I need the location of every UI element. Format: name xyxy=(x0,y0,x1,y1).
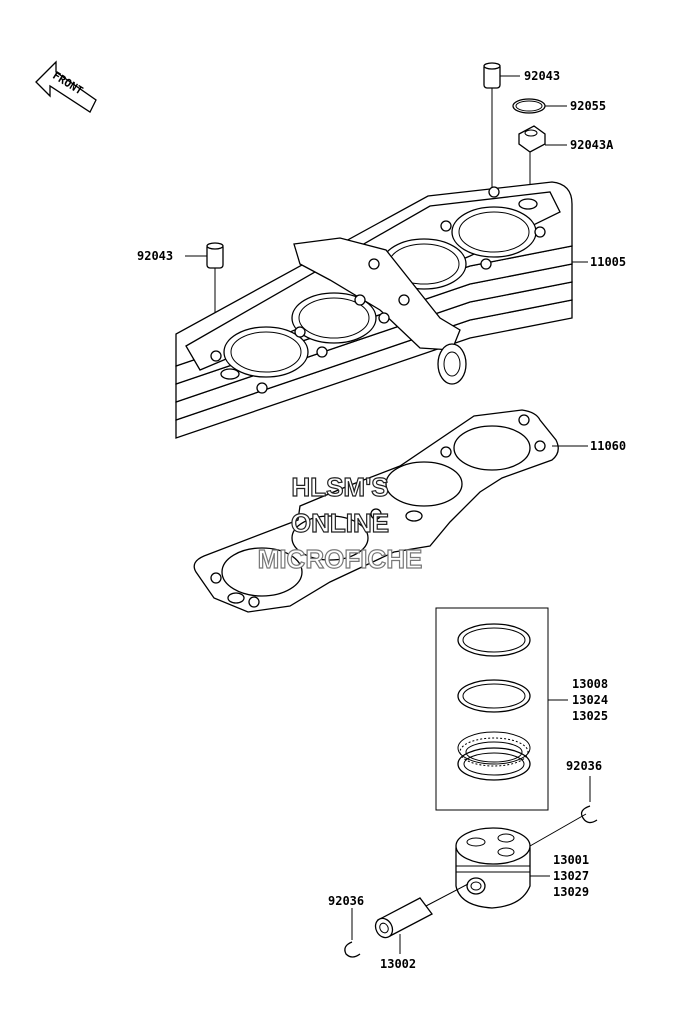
o-ring xyxy=(512,98,546,114)
front-arrow-icon: FRONT xyxy=(35,60,97,113)
callout-92043-left: 92043 xyxy=(137,249,173,263)
callout-13025: 13025 xyxy=(572,709,608,723)
callout-92043a: 92043A xyxy=(570,138,614,152)
callout-92036-left: 92036 xyxy=(328,894,364,908)
piston-ring-top xyxy=(457,623,531,657)
piston-ring-second xyxy=(457,679,531,713)
base-gasket xyxy=(193,409,559,613)
callout-11005: 11005 xyxy=(590,255,626,269)
callout-13024: 13024 xyxy=(572,693,608,707)
callout-11060: 11060 xyxy=(590,439,626,453)
piston xyxy=(455,827,531,909)
callout-92036-right: 92036 xyxy=(566,759,602,773)
watermark-line2: ONLINE xyxy=(291,508,389,538)
watermark-line3: MICROFICHE xyxy=(258,544,423,574)
callout-13001: 13001 xyxy=(553,853,589,867)
callout-92043-top: 92043 xyxy=(524,69,560,83)
callout-13029: 13029 xyxy=(553,885,589,899)
callout-13008: 13008 xyxy=(572,677,608,691)
dowel-pin-a xyxy=(518,125,546,153)
watermark: HLSM'S ONLINE MICROFICHE xyxy=(257,471,423,574)
dowel-pin-top xyxy=(483,62,501,89)
callout-13027: 13027 xyxy=(553,869,589,883)
piston-pin xyxy=(374,897,433,939)
circlip-right xyxy=(580,805,598,824)
callout-13002: 13002 xyxy=(380,957,416,971)
watermark-line1: HLSM'S xyxy=(291,472,388,502)
circlip-left xyxy=(344,941,361,958)
ring-set-box xyxy=(435,607,549,811)
dowel-pin-left xyxy=(206,242,224,269)
cylinder-block xyxy=(175,181,573,439)
piston-ring-oil xyxy=(457,731,531,781)
callout-92055: 92055 xyxy=(570,99,606,113)
